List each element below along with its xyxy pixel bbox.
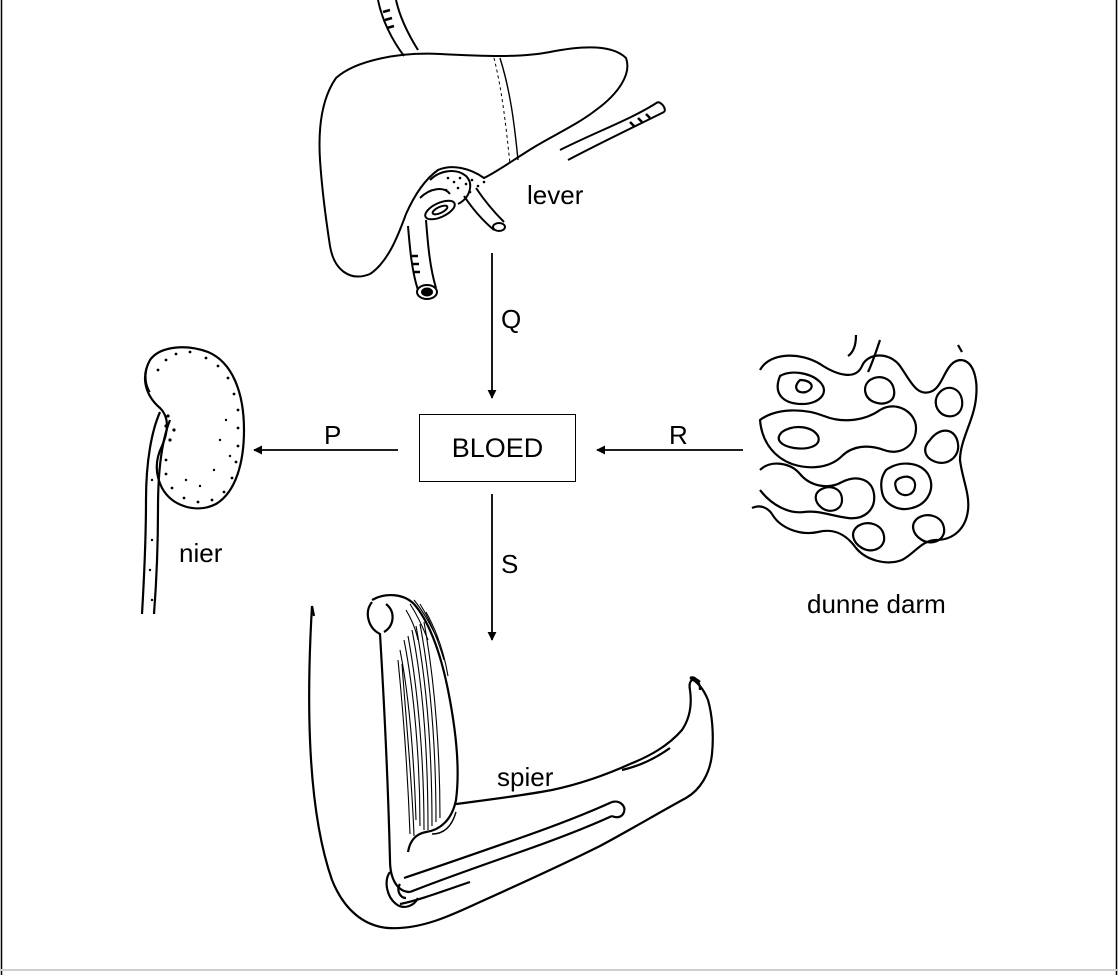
arrow-r-label: R [669,422,688,448]
kidney-illustration [142,347,244,614]
intestine-label: dunne darm [807,591,946,617]
arrow-p-label: P [324,422,341,448]
intestine-illustration [752,335,976,562]
blood-box: BLOED [419,414,576,482]
liver-label: lever [527,182,583,208]
arrow-q-label: Q [501,306,521,332]
arrow-s-label: S [501,551,518,577]
blood-label: BLOED [452,433,544,464]
kidney-label: nier [179,540,222,566]
muscle-label: spier [497,764,553,790]
